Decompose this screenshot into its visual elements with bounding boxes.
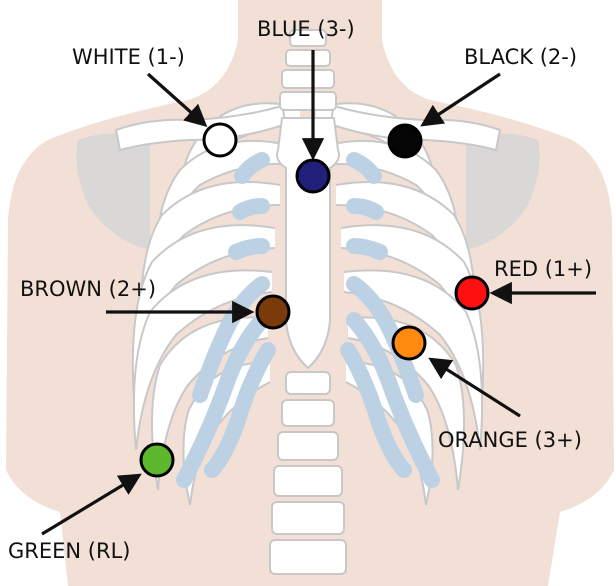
electrode-orange — [393, 327, 425, 359]
electrode-black — [389, 125, 421, 157]
label-blue: BLUE (3-) — [257, 17, 355, 41]
electrode-green — [141, 444, 173, 476]
label-orange: ORANGE (3+) — [438, 428, 582, 452]
electrode-blue — [297, 160, 329, 192]
label-red: RED (1+) — [494, 257, 592, 281]
electrode-red — [456, 277, 488, 309]
electrode-white — [204, 124, 236, 156]
label-green: GREEN (RL) — [8, 539, 130, 563]
label-black: BLACK (2-) — [464, 45, 577, 69]
label-white: WHITE (1-) — [72, 45, 185, 69]
label-brown: BROWN (2+) — [20, 277, 156, 301]
electrode-brown — [257, 296, 289, 328]
